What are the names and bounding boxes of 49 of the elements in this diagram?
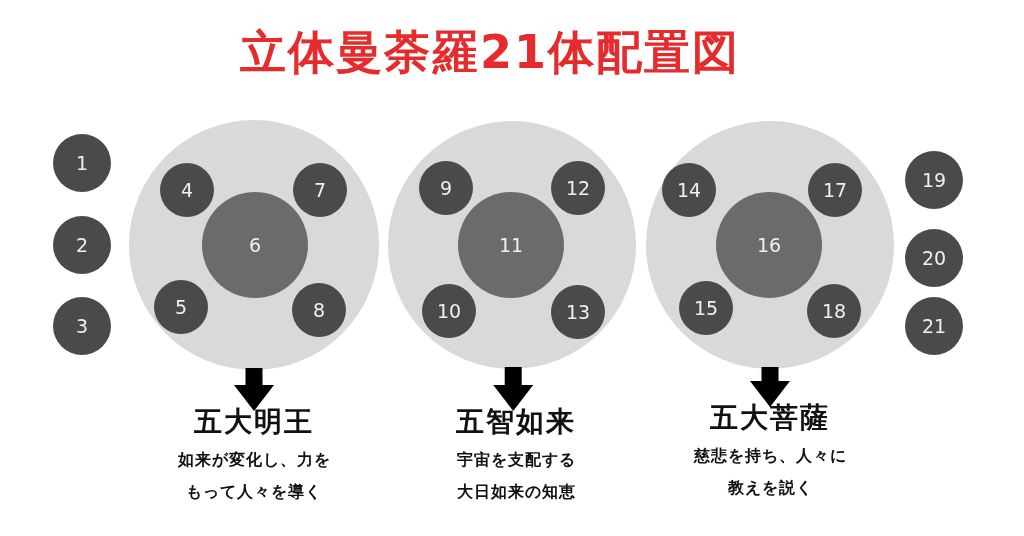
- position-circle: [807, 284, 861, 338]
- position-number: 3: [75, 316, 89, 336]
- position-number: 17: [822, 180, 848, 200]
- group-heading: 五大菩薩: [710, 404, 830, 432]
- position-number: 9: [439, 178, 453, 198]
- position-circle: [551, 161, 605, 215]
- position-circle: [551, 285, 605, 339]
- position-number: 13: [565, 302, 591, 322]
- position-circle: [160, 163, 214, 217]
- position-number: 21: [921, 316, 947, 336]
- arrow: [234, 368, 274, 411]
- position-number: 15: [693, 298, 719, 318]
- group-heading: 五智如来: [456, 408, 576, 436]
- position-circle: [808, 163, 862, 217]
- group-heading: 五大明王: [194, 408, 314, 436]
- arrow: [493, 367, 534, 411]
- position-number: 6: [248, 235, 262, 255]
- position-circle: [53, 134, 111, 192]
- position-number: 12: [565, 178, 591, 198]
- position-circle: [905, 151, 963, 209]
- position-circle: [293, 163, 347, 217]
- position-circle: [419, 161, 473, 215]
- position-circle: [53, 216, 111, 274]
- position-circle: [662, 163, 716, 217]
- position-number: 20: [921, 248, 947, 268]
- description-text: 如来が変化し、力をもって人々を導く: [176, 449, 332, 503]
- position-number: 8: [312, 300, 326, 320]
- description-text: 慈悲を持ち、人々に教えを説く: [692, 445, 848, 499]
- description-text: 宇宙を支配する大日如来の知恵: [455, 449, 577, 503]
- position-number: 19: [921, 170, 947, 190]
- position-number: 7: [313, 180, 327, 200]
- position-number: 2: [75, 235, 89, 255]
- position-circle: [53, 297, 111, 355]
- position-circle: [679, 281, 733, 335]
- position-number: 14: [676, 180, 702, 200]
- arrow: [750, 367, 790, 407]
- position-circle: [422, 284, 476, 338]
- position-number: 5: [174, 297, 188, 317]
- title: 立体曼荼羅21体配置図: [240, 25, 740, 79]
- position-number: 18: [821, 301, 847, 321]
- position-circle: [154, 280, 208, 334]
- position-circle: [905, 229, 963, 287]
- position-circle: [905, 297, 963, 355]
- position-number: 16: [756, 235, 782, 255]
- position-number: 10: [436, 301, 462, 321]
- position-circle: [292, 283, 346, 337]
- position-number: 4: [180, 180, 194, 200]
- position-number: 11: [498, 235, 524, 255]
- position-number: 1: [75, 153, 89, 173]
